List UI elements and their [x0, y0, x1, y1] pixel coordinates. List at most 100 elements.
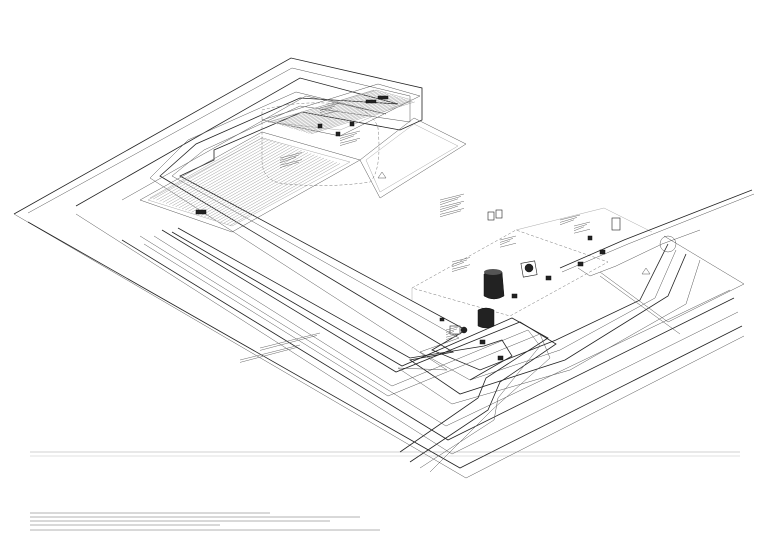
hatch-line — [284, 94, 389, 127]
hatch-line — [185, 147, 296, 211]
pipe-loop-4 — [121, 91, 701, 405]
heating-zone-3 — [359, 117, 467, 199]
annotation-line — [239, 347, 298, 363]
annotation-line — [439, 203, 462, 210]
hatch-line — [279, 92, 384, 125]
hatch-line — [308, 101, 413, 134]
pipe-loop-2 — [27, 67, 677, 381]
outer-route-c — [75, 213, 739, 455]
annotation-line — [499, 238, 514, 243]
manifold — [195, 95, 389, 215]
hatch-line — [229, 163, 341, 226]
annotation-line — [439, 200, 465, 208]
pump-set — [439, 317, 468, 335]
hatch-line — [286, 94, 391, 128]
hatch-line — [207, 155, 318, 218]
heating-zone-2 — [261, 83, 421, 137]
annotation-line — [573, 228, 591, 234]
heat-pump-unit — [520, 260, 538, 278]
annotation-line — [451, 259, 468, 265]
annotation-line — [451, 257, 471, 263]
hatch-line — [293, 96, 399, 130]
outer-route-e — [139, 235, 731, 427]
annotation-line — [439, 193, 465, 201]
hatch-line — [162, 140, 273, 203]
annotation-line — [499, 240, 511, 246]
revision-triangle — [377, 171, 387, 179]
annotation-line — [439, 210, 462, 218]
annotation-line — [319, 103, 339, 109]
connection-circle — [659, 235, 677, 253]
annotation-line — [559, 219, 575, 226]
annotation-line — [499, 242, 517, 248]
hatch-line — [188, 149, 299, 212]
annotation-line — [239, 344, 301, 361]
annotation-line — [499, 235, 517, 241]
annotation-line — [279, 161, 300, 168]
annotation-line — [559, 217, 578, 223]
annotation-line — [339, 133, 358, 139]
hatch-line — [296, 97, 401, 130]
annotation-line — [339, 140, 358, 146]
annotation-line — [451, 264, 471, 270]
hatch-line — [191, 150, 302, 213]
annotation-line — [559, 214, 581, 221]
annotation-line — [339, 137, 361, 144]
annotation-line — [279, 157, 297, 164]
hatch-line — [159, 139, 270, 202]
annotation-line — [319, 108, 333, 114]
hatch-line — [175, 144, 286, 207]
annotation-line — [319, 110, 339, 116]
pipe-loop-1 — [13, 57, 669, 371]
hatch-line — [217, 158, 328, 222]
annotation-line — [279, 159, 303, 166]
revision-triangle-2 — [641, 267, 651, 275]
hatch-line — [194, 151, 305, 214]
pipe-loop-3 — [75, 77, 687, 395]
annotation-line — [279, 154, 300, 161]
hatch-line — [178, 145, 289, 209]
hatch-line — [153, 136, 264, 200]
hatch-line — [223, 161, 334, 224]
hatch-line — [204, 154, 315, 217]
notes-band — [30, 451, 740, 457]
hatch-line — [169, 142, 280, 205]
annotation-line — [279, 152, 303, 159]
annotation-line — [451, 262, 465, 268]
annotation-line — [451, 266, 468, 272]
annotation-line — [259, 332, 321, 349]
annotation-line — [573, 221, 591, 227]
hatch-line — [269, 89, 375, 123]
annotation-line — [573, 224, 588, 229]
valve-cluster — [479, 235, 606, 361]
annotation-line — [339, 130, 361, 137]
annotation-line — [439, 196, 462, 203]
buffer-tank — [483, 269, 505, 300]
plant-room-outline — [411, 229, 609, 317]
annotation-line — [445, 328, 458, 333]
hatch-line — [226, 162, 337, 225]
cylinder — [477, 307, 495, 329]
aux-loop — [599, 235, 745, 323]
hatch-line — [220, 160, 331, 223]
hatch-line — [165, 141, 277, 204]
outer-route-d — [121, 239, 735, 441]
outer-route-a — [13, 213, 745, 479]
annotation-line — [445, 335, 458, 340]
hatch-line — [281, 93, 387, 126]
hatch-line — [305, 100, 411, 133]
hatch-line — [274, 91, 379, 124]
hatch-line — [156, 138, 267, 201]
external-main — [559, 189, 753, 269]
heating-zone-1 — [139, 131, 361, 233]
hatch-line — [291, 96, 396, 129]
tank-right — [487, 209, 621, 231]
annotation-line — [445, 333, 461, 338]
outer-route-b — [27, 221, 743, 469]
hatch-zone-1 — [149, 135, 341, 226]
hatch-line — [310, 101, 415, 135]
hatch-line — [181, 146, 293, 210]
hatch-line — [172, 143, 283, 206]
annotation-blocks — [239, 103, 591, 363]
hatch-line — [277, 91, 382, 125]
